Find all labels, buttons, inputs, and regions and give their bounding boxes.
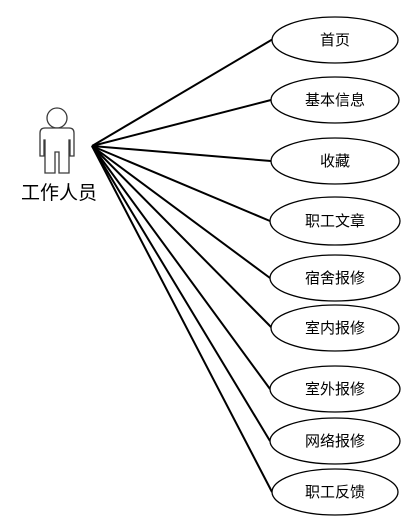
association-line-3 — [91, 145, 271, 222]
use-case[interactable]: 收藏 — [270, 137, 400, 185]
use-case-ellipse — [270, 76, 400, 124]
association-line-1 — [91, 99, 272, 147]
use-case-ellipse — [269, 365, 401, 413]
use-case-label: 网络报修 — [305, 432, 365, 450]
use-case[interactable]: 职工反馈 — [271, 468, 399, 516]
use-case-label: 首页 — [320, 31, 350, 49]
use-case[interactable]: 室内报修 — [270, 304, 400, 352]
association-line-5 — [91, 145, 272, 328]
use-case-ellipse — [271, 16, 399, 64]
use-case-label: 基本信息 — [305, 91, 365, 109]
use-case-label: 宿舍报修 — [305, 269, 365, 287]
actor-figure — [39, 107, 75, 174]
association-line-6 — [91, 145, 271, 390]
use-case-label: 收藏 — [320, 152, 350, 170]
use-case[interactable]: 首页 — [271, 16, 399, 64]
use-case-ellipse — [269, 417, 401, 465]
actor-head — [46, 107, 68, 129]
use-case-label: 职工反馈 — [305, 483, 365, 501]
association-line-2 — [91, 145, 272, 162]
association-line-4 — [91, 145, 271, 279]
association-lines — [91, 38, 274, 493]
association-line-8 — [91, 145, 273, 493]
use-case-ellipse — [270, 137, 400, 185]
use-case-label: 职工文章 — [305, 212, 365, 230]
use-case[interactable]: 职工文章 — [269, 196, 401, 246]
use-case[interactable]: 基本信息 — [270, 76, 400, 124]
use-case-ellipse — [269, 254, 401, 302]
actor-label: 工作人员 — [21, 182, 97, 204]
use-case[interactable]: 室外报修 — [269, 365, 401, 413]
use-case-ellipse — [271, 468, 399, 516]
use-case-ellipse — [269, 196, 401, 246]
use-cases: 首页 基本信息 收藏 职工文章 宿舍报修 室内报修 室外报修 网络报修 — [269, 16, 401, 516]
actor-body — [39, 127, 75, 174]
association-line-7 — [91, 145, 271, 442]
use-case-ellipse — [270, 304, 400, 352]
use-case-label: 室内报修 — [305, 319, 365, 337]
use-case[interactable]: 宿舍报修 — [269, 254, 401, 302]
use-case-label: 室外报修 — [305, 380, 365, 398]
association-line-0 — [91, 38, 274, 147]
use-case[interactable]: 网络报修 — [269, 417, 401, 465]
